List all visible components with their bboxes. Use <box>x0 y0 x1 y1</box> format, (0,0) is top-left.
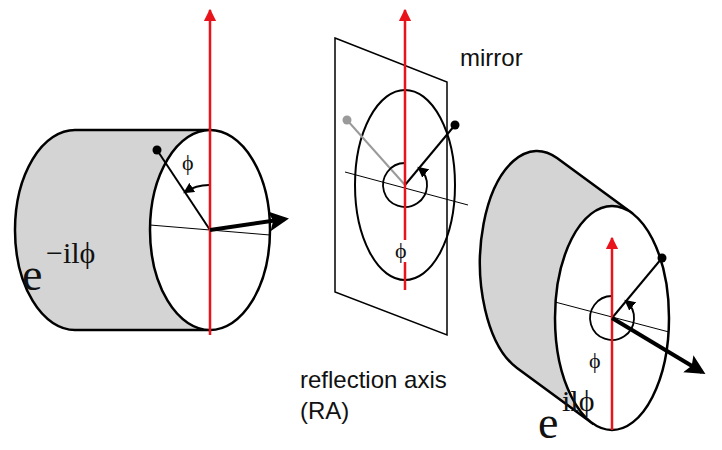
angle-label: ϕ <box>181 152 195 174</box>
mirror-plane <box>335 10 468 335</box>
phase-exponent: ilϕ <box>562 386 594 416</box>
angle-label: ϕ <box>394 240 408 262</box>
phase-exponent: −ilϕ <box>46 238 95 268</box>
angle-label: ϕ <box>588 350 602 372</box>
left-beam-cylinder <box>15 10 285 335</box>
phase-base: e <box>22 252 42 298</box>
axis-label: reflection axis (RA) <box>300 364 460 426</box>
mirror-label: mirror <box>460 46 523 70</box>
phase-base: e <box>538 400 558 446</box>
right-beam-cylinder <box>480 151 702 430</box>
